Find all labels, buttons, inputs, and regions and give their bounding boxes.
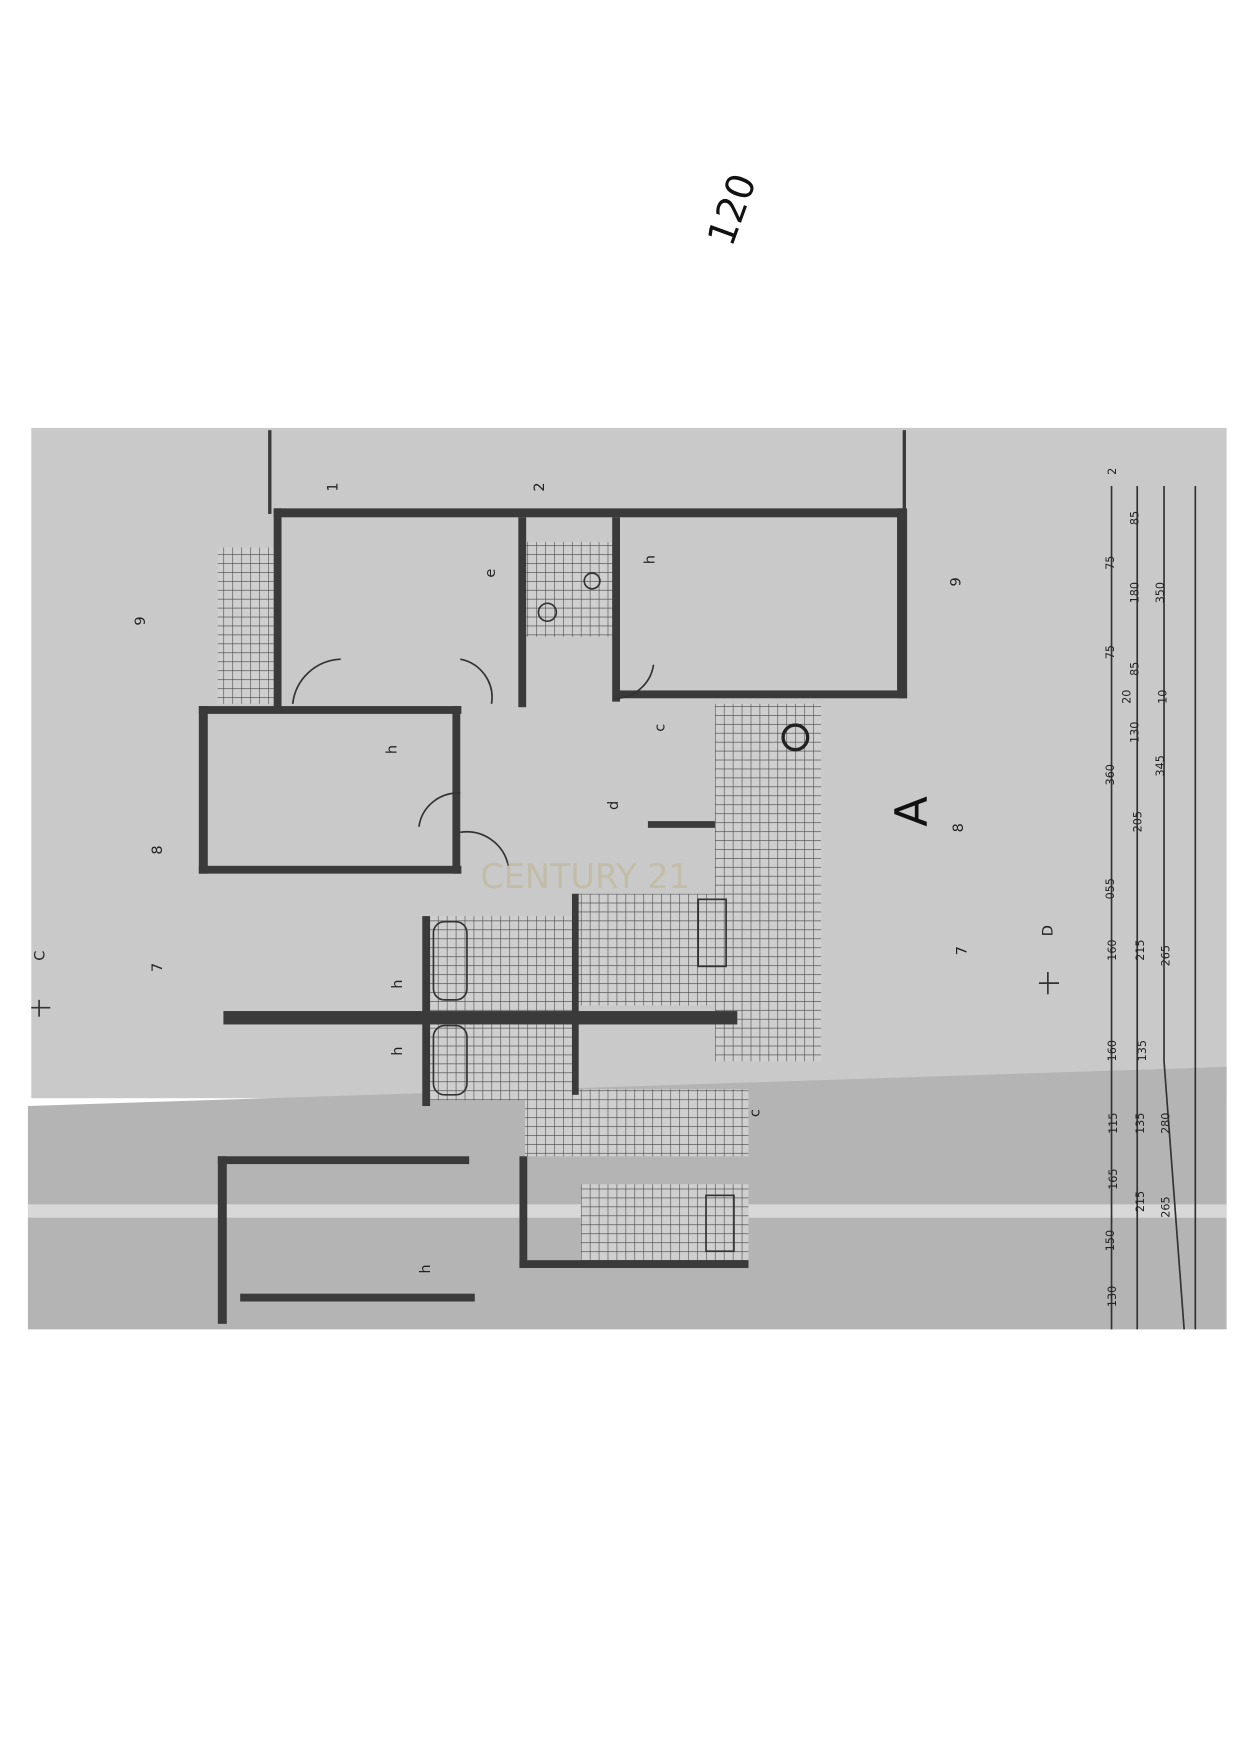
dimension-label: 130 (1106, 1286, 1119, 1307)
room-label: d (606, 801, 622, 810)
toilet (583, 572, 601, 590)
dimension-label: 165 (1107, 1168, 1120, 1189)
stove (705, 1194, 735, 1253)
room-label: h (390, 1047, 406, 1056)
fixtures (291, 572, 810, 1253)
axis-label: 9 (133, 616, 149, 625)
axis-label: 7 (954, 946, 970, 955)
dimension-lines (1110, 486, 1197, 1330)
dimension-label: 350 (1154, 582, 1167, 603)
room-label: h (418, 1264, 434, 1273)
dimension-label: 85 (1128, 662, 1141, 676)
room-labels: h e h d c h h c h (385, 555, 764, 1274)
dimension-label: 85 (1128, 511, 1141, 525)
walls (198, 430, 908, 1324)
section-marker-c: C (33, 951, 49, 961)
dimension-label: 135 (1134, 1113, 1147, 1134)
dimension-label: 360 (1104, 764, 1117, 785)
dimension-label: 10 (1156, 690, 1169, 704)
dimension-label: 055 (1104, 878, 1117, 899)
dimension-label: 2 (1106, 468, 1119, 475)
dimension-label: 135 (1136, 1040, 1149, 1061)
room-label: e (483, 569, 499, 578)
dimension-label: 150 (1104, 1230, 1117, 1251)
bathtub (432, 920, 468, 1001)
handwritten-page-number: 120 (699, 168, 765, 251)
dimension-label: 115 (1107, 1113, 1120, 1134)
handwritten-mark-a: A (886, 796, 938, 827)
stove (697, 898, 727, 968)
axis-label: 9 (949, 577, 965, 586)
dimension-label: 265 (1160, 945, 1173, 966)
axis-label: 7 (150, 963, 166, 972)
axis-label: 1 (325, 482, 341, 491)
dimension-label: 345 (1154, 755, 1167, 776)
door-swing (291, 658, 655, 866)
dimension-label: 215 (1134, 1191, 1147, 1212)
boiler (781, 723, 810, 752)
sink (537, 602, 558, 623)
section-marker-d: D (1040, 925, 1056, 936)
axis-labels: 1 2 9 9 8 8 7 7 C D (31, 482, 1060, 1017)
room-label: h (385, 745, 401, 754)
dimension-label: 205 (1132, 811, 1145, 832)
room-label: h (643, 555, 659, 564)
dimension-label: 215 (1134, 939, 1147, 960)
tiled-floors (217, 541, 822, 1268)
dimension-label: 20 (1121, 690, 1134, 704)
dimension-label: 160 (1106, 939, 1119, 960)
dimension-label: 265 (1160, 1196, 1173, 1217)
room-label: c (653, 724, 669, 732)
bathtub (432, 1024, 468, 1096)
dimension-label: 180 (1128, 582, 1141, 603)
room-label: h (390, 980, 406, 989)
dimension-label: 130 (1128, 722, 1141, 743)
axis-label: 2 (532, 482, 548, 491)
dimension-label: 160 (1106, 1040, 1119, 1061)
watermark: CENTURY 21 (480, 857, 689, 896)
dimension-label: 280 (1160, 1113, 1173, 1134)
axis-label: 8 (150, 845, 166, 854)
axis-label: 8 (951, 823, 967, 832)
dimension-labels: 2 85 75 180 350 75 85 10 20 130 360 345 205 055 160 215… (1104, 468, 1173, 1307)
dimension-label: 75 (1104, 645, 1117, 659)
room-label: c (748, 1109, 764, 1117)
dimension-label: 75 (1104, 556, 1117, 570)
